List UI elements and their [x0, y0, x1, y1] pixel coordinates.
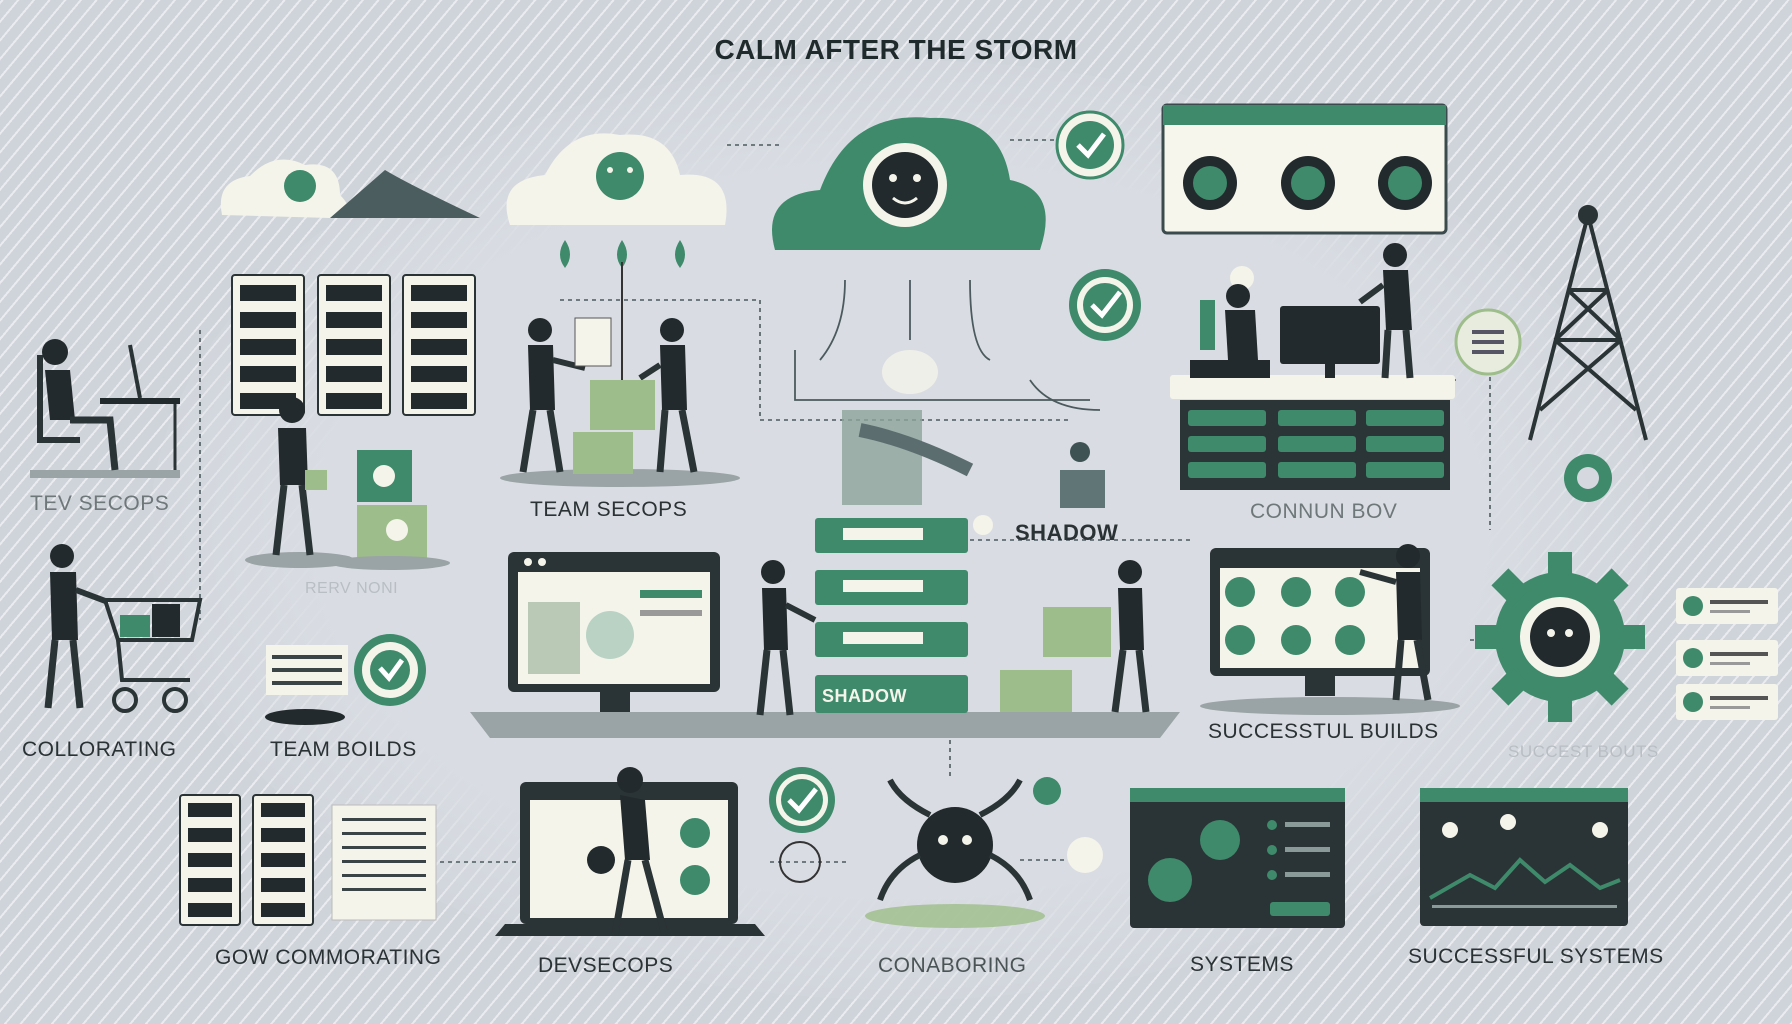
- central-cloud: [772, 117, 1046, 250]
- office-desk-scene: [1170, 243, 1455, 399]
- server-racks-bottom: [179, 794, 437, 926]
- label-conaboring: CONABORING: [878, 954, 1027, 977]
- dashboard-window-top-right: [1161, 103, 1448, 235]
- successful-builds-monitor: [1200, 544, 1460, 715]
- small-gear-right: [1564, 454, 1612, 502]
- bug-icon: [865, 778, 1103, 928]
- page-title: CALM AFTER THE STORM: [714, 34, 1078, 65]
- label-faint-caption: RERV NONI: [305, 580, 399, 597]
- server-cabinet-right: [1180, 400, 1450, 490]
- label-succest-bouts: SUCCEST BOUTS: [1508, 742, 1659, 761]
- label-tev-secops: TEV SECOPS: [30, 492, 170, 515]
- label-team-secops: TEAM SECOPS: [530, 498, 688, 521]
- people-exchanging-document: [500, 317, 740, 487]
- large-gear-icon: [1475, 552, 1645, 722]
- person-center-left: [756, 560, 817, 716]
- label-shadow: SHADOW: [1015, 520, 1119, 545]
- label-connun-box: CONNUN BOV: [1250, 500, 1398, 523]
- label-successful-systems: SUCCESSFUL SYSTEMS: [1408, 945, 1664, 968]
- person-center-right: [1000, 560, 1150, 713]
- check-badge-middle: [1069, 269, 1141, 341]
- small-cloud-left: [220, 159, 480, 218]
- label-gow-commorating: GOW COMMORATING: [215, 946, 442, 969]
- server-racks-left: [231, 274, 476, 416]
- central-monitor: [470, 552, 1180, 738]
- label-shadow-server: SHADOW: [822, 686, 907, 706]
- label-devsecops: DEVSECOPS: [538, 954, 674, 977]
- check-badge-bottom: [769, 767, 1061, 883]
- label-systems: SYSTEMS: [1190, 953, 1294, 976]
- server-stack-center: [815, 515, 993, 713]
- small-figure-center-right: [1060, 442, 1105, 508]
- central-figure: [842, 350, 974, 505]
- label-collorating: COLLORATING: [22, 738, 177, 761]
- green-box-stack-left: [330, 450, 450, 570]
- document-badge-right: [1454, 308, 1522, 376]
- systems-screen: [1130, 788, 1345, 928]
- cloud-center-left: [506, 133, 727, 380]
- successful-systems-screen: [1420, 788, 1628, 926]
- label-successtul-builds: SUCCESSTUL BUILDS: [1208, 720, 1439, 743]
- status-list-right: [1676, 588, 1778, 720]
- team-builds-illustration: [265, 634, 426, 725]
- person-with-box: [245, 397, 355, 568]
- devsecops-laptop: [495, 767, 765, 936]
- transmission-tower: [1528, 205, 1648, 441]
- label-team-boilds: TEAM BOILDS: [270, 738, 417, 761]
- check-badge-top: [1055, 110, 1125, 180]
- person-with-cart: [44, 544, 203, 713]
- person-at-desk: [30, 339, 180, 478]
